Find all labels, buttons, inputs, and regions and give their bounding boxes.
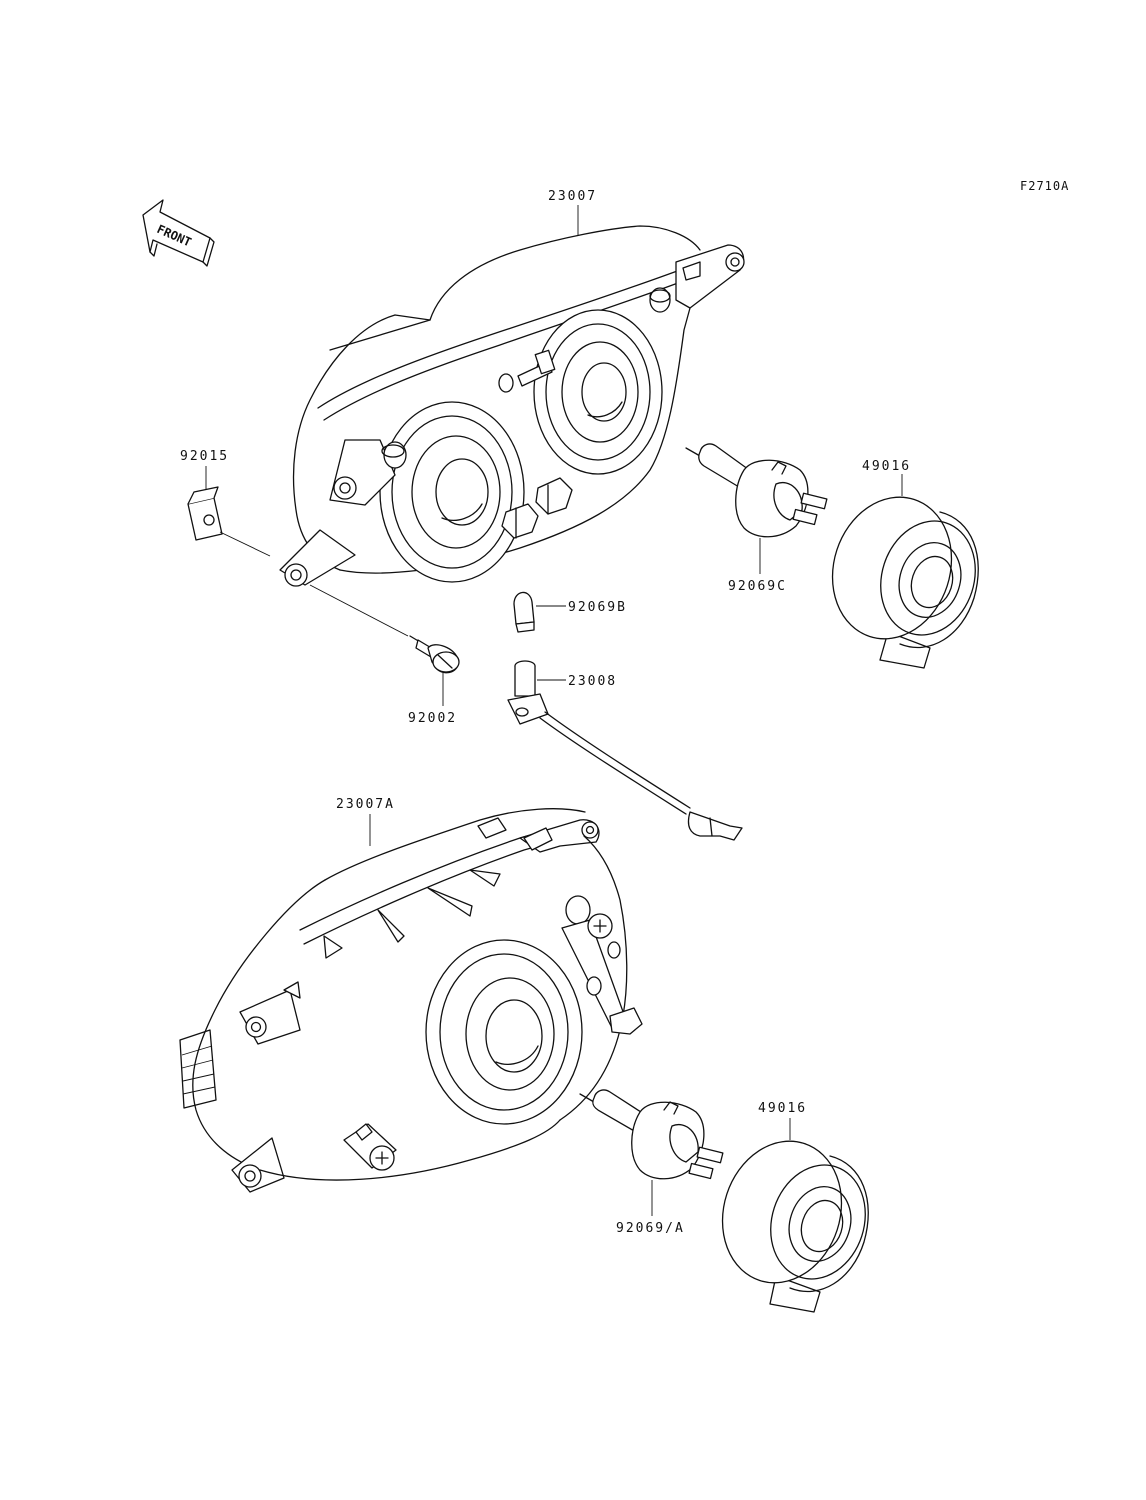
label-bulb-lower: 92069/A <box>616 1221 685 1236</box>
label-bolt: 92002 <box>408 711 457 726</box>
lower-headlight-housing <box>179 808 643 1193</box>
position-bulb <box>513 591 535 633</box>
figure-code: F2710A <box>1020 179 1069 193</box>
label-boot-lower: 49016 <box>758 1101 807 1116</box>
dust-boot-lower <box>721 1140 869 1313</box>
headlight-bulb-lower <box>579 1089 724 1180</box>
assembly-line-bolt <box>309 584 409 637</box>
dust-boot-upper <box>831 496 979 669</box>
upper-headlight-housing <box>279 225 745 587</box>
flange-bolt <box>409 635 460 674</box>
label-housing-lower: 23007A <box>336 797 395 812</box>
nut-clip <box>187 486 223 541</box>
headlight-bulb-upper <box>685 443 828 538</box>
label-bulb-upper: 92069C <box>728 579 787 594</box>
front-arrow-icon: FRONT <box>142 199 215 267</box>
bulb-socket-harness <box>507 660 743 841</box>
label-socket: 23008 <box>568 674 617 689</box>
label-housing-upper: 23007 <box>548 189 597 204</box>
label-nut-clip: 92015 <box>180 449 229 464</box>
assembly-line-clip <box>219 531 271 557</box>
label-small-bulb: 92069B <box>568 600 627 615</box>
label-boot-upper: 49016 <box>862 459 911 474</box>
